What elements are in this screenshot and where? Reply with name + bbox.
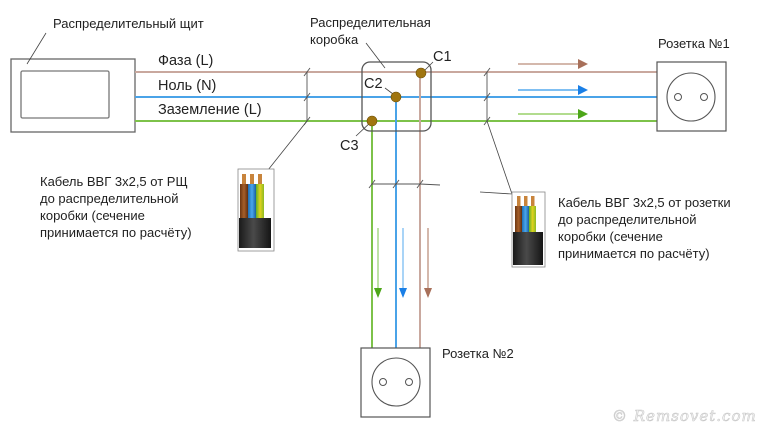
junction-box-leader-line — [365, 42, 386, 69]
cable-note-left-line: Кабель ВВГ 3х2,5 от РЩ — [40, 174, 188, 189]
cable-note-right: Кабель ВВГ 3х2,5 от розетки до распредел… — [558, 195, 731, 261]
cable-bundle-bottom — [368, 179, 441, 189]
cable-illustration-left — [237, 168, 275, 252]
junction-box-label-line1: Распределительная — [310, 15, 431, 30]
socket-1 — [656, 61, 727, 132]
arrows-to-socket2 — [374, 228, 432, 298]
wire-phase-label: Фаза (L) — [158, 53, 213, 69]
cable-illustration-right — [511, 191, 546, 268]
wire-neutral-label: Ноль (N) — [158, 78, 216, 94]
junction-c1-label: С1 — [433, 49, 452, 65]
cable-note-right-line: Кабель ВВГ 3х2,5 от розетки — [558, 195, 731, 210]
watermark: © Remsovet.com — [612, 407, 757, 425]
junction-c2 — [390, 91, 402, 103]
arrows-to-socket1 — [518, 59, 588, 119]
socket-2-label: Розетка №2 — [442, 346, 514, 361]
cable-left-leader-line — [267, 120, 308, 171]
panel-leader-line — [26, 32, 47, 65]
cable-note-left-line: до распределительной — [40, 191, 178, 206]
socket-2 — [360, 347, 431, 418]
junction-c1 — [415, 67, 427, 79]
junction-c3-label: С3 — [340, 138, 359, 154]
wire-ground-label: Заземление (L) — [158, 102, 262, 118]
junction-c3 — [366, 115, 378, 127]
junction-box — [361, 61, 432, 132]
panel-label: Распределительный щит — [53, 16, 204, 31]
junction-c2-label: С2 — [364, 76, 383, 92]
cable-note-right-line: до распределительной — [558, 212, 696, 227]
socket-1-label: Розетка №1 — [658, 36, 730, 51]
cable-note-left: Кабель ВВГ 3х2,5 от РЩ до распределитель… — [40, 174, 192, 240]
cable-note-left-line: принимается по расчёту) — [40, 225, 192, 240]
cable-note-right-line: коробки (сечение — [558, 229, 663, 244]
distribution-panel — [10, 58, 136, 133]
cable-note-left-line: коробки (сечение — [40, 208, 145, 223]
cable-right-leader-line — [479, 120, 513, 195]
cable-note-right-line: принимается по расчёту) — [558, 246, 710, 261]
junction-box-label-line2: коробка — [310, 32, 359, 47]
